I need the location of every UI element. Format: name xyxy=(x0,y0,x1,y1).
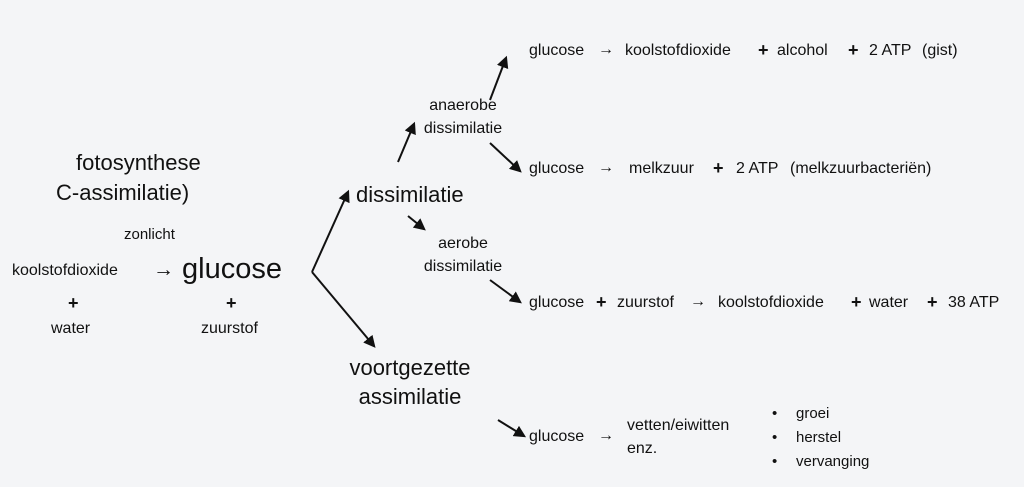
water-label: water xyxy=(51,320,91,337)
zuurstof-label: zuurstof xyxy=(201,320,258,337)
r3-koolstofdioxide: koolstofdioxide xyxy=(718,294,824,311)
voortgezette-heading: voortgezette xyxy=(349,355,471,380)
r2-note: (melkzuurbacteriën) xyxy=(790,160,932,177)
r3-atp: 38 ATP xyxy=(948,294,1000,311)
r4-enz: enz. xyxy=(627,440,658,457)
r3-glucose: glucose xyxy=(529,294,585,311)
r3-water: water xyxy=(869,294,909,311)
r2-plus: + xyxy=(713,158,724,178)
aerobe-dissimilatie-label: dissimilatie xyxy=(423,258,503,275)
arrow-to-reaction-3 xyxy=(489,279,522,304)
anaerobe-label: anaerobe xyxy=(429,97,497,114)
arrow-to-anaerobe xyxy=(397,121,416,163)
r1-plus: + xyxy=(848,40,859,60)
list-item: herstel xyxy=(772,426,869,450)
arrow-to-dissimilatie xyxy=(311,189,350,273)
r2-atp: 2 ATP xyxy=(736,160,779,177)
koolstofdioxide-label: koolstofdioxide xyxy=(12,262,118,279)
plus-sign: + xyxy=(226,293,237,313)
zonlicht-label: zonlicht xyxy=(124,226,175,243)
r4-arrow: → xyxy=(598,427,614,444)
r2-melkzuur: melkzuur xyxy=(629,160,694,177)
anaerobe-dissimilatie-label: dissimilatie xyxy=(423,120,503,137)
r1-arrow: → xyxy=(598,41,614,58)
r3-plus: + xyxy=(596,292,607,312)
r3-plus: + xyxy=(851,292,862,312)
arrow-to-aerobe xyxy=(407,215,426,231)
r4-glucose: glucose xyxy=(529,428,585,445)
aerobe-label: aerobe xyxy=(438,235,488,252)
plus-sign: + xyxy=(68,293,79,313)
arrow-to-reaction-1 xyxy=(489,55,509,101)
fotosynthese-title: fotosynthese xyxy=(76,150,201,175)
r1-koolstofdioxide: koolstofdioxide xyxy=(625,42,731,59)
list-item: vervanging xyxy=(772,450,869,474)
r2-glucose: glucose xyxy=(529,160,585,177)
r3-zuurstof: zuurstof xyxy=(617,294,674,311)
c-assimilatie-title: C-assimilatie) xyxy=(56,180,190,205)
r1-glucose: glucose xyxy=(529,42,585,59)
outcome-list: groei herstel vervanging xyxy=(772,402,869,474)
arrow-to-reaction-2 xyxy=(489,142,522,173)
r1-atp: 2 ATP xyxy=(869,42,912,59)
glucose-main: glucose xyxy=(182,253,282,285)
arrow-to-reaction-4 xyxy=(497,419,527,438)
r4-vetten-eiwitten: vetten/eiwitten xyxy=(627,417,730,434)
r2-arrow: → xyxy=(598,159,614,176)
list-item: groei xyxy=(772,402,869,426)
reaction-arrow: → xyxy=(153,258,174,281)
assimilatie-heading: assimilatie xyxy=(358,384,462,409)
dissimilatie-heading: dissimilatie xyxy=(356,182,464,207)
arrow-to-voortgezette xyxy=(311,271,376,348)
r3-plus: + xyxy=(927,292,938,312)
r1-alcohol: alcohol xyxy=(777,42,828,59)
r1-note: (gist) xyxy=(922,42,958,59)
r1-plus: + xyxy=(758,40,769,60)
r3-arrow: → xyxy=(690,293,706,310)
